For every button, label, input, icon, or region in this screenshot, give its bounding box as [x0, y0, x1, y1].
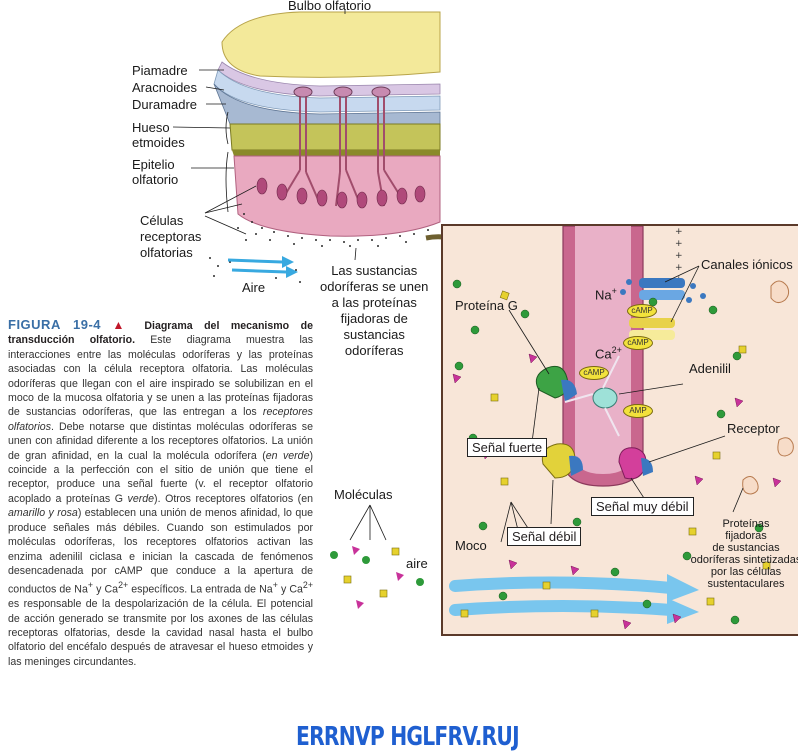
- air-arrows-top: [227, 258, 287, 274]
- label-piamadre: Piamadre: [132, 63, 188, 78]
- label-duramadre: Duramadre: [132, 97, 198, 112]
- label-senal-muy-debil: Señal muy débil: [591, 497, 694, 516]
- label-canales: Canales iónicos: [701, 257, 793, 272]
- adenylyl-cyclase: [592, 387, 618, 409]
- label-sustancias: Las sustancias odoríferas se unen a las …: [320, 263, 429, 358]
- ion-channel-na: [639, 278, 685, 300]
- caption-body-3: ) coincide a la perfección con el sitio …: [8, 449, 313, 505]
- label-senal-fuerte: Señal fuerte: [467, 438, 548, 457]
- label-bulbo: Bulbo olfatorio: [288, 0, 372, 13]
- receptor-pink: [618, 447, 653, 480]
- svg-text:+: +: [675, 251, 683, 261]
- label-celulas: Células receptoras olfatorias: [140, 213, 202, 260]
- glomeruli: [293, 86, 391, 98]
- label-epitelio: Epitelio olfatorio: [132, 157, 179, 187]
- label-senal-debil: Señal débil: [507, 527, 582, 546]
- caption-sup-ca: 2+: [118, 580, 129, 591]
- camp-badge-3: cAMP: [579, 366, 609, 380]
- label-na-text: Na: [595, 287, 612, 303]
- label-na-sup: +: [611, 286, 617, 296]
- caption-title: Diagrama del mecanismo de transducción o…: [8, 320, 313, 347]
- caption-italic-3: verde: [127, 492, 155, 505]
- caption-body-2: . Debe notarse que distintas moléculas o…: [8, 420, 313, 462]
- figure-number: FIGURA 19-4: [8, 317, 101, 332]
- leader-lines: [172, 10, 357, 261]
- zoom-inset: + + + + +: [441, 224, 798, 636]
- caption-body-5: ) establecen una unión de menos afinidad…: [8, 507, 313, 596]
- label-ca-sup: 2+: [611, 345, 622, 355]
- label-proteina-g: Proteína G: [455, 298, 518, 313]
- label-receptor: Receptor: [727, 421, 780, 436]
- label-proteinas-fijadoras: Proteínas fijadoras de sustancias odoríf…: [690, 518, 798, 590]
- caption-body-8: y Ca: [277, 583, 303, 596]
- na-ions: [620, 279, 706, 303]
- caption-body-1: Este diagrama muestra las interacciones …: [8, 334, 313, 419]
- receptor-cell-bodies: [256, 177, 426, 209]
- zoom-inset-art: + + + + +: [449, 226, 794, 630]
- label-adenilil: Adenilil: [689, 361, 731, 376]
- ethmoid-bone: [229, 123, 441, 151]
- label-ca-text: Ca: [595, 346, 612, 362]
- odorant-yellow: [460, 290, 771, 618]
- label-aracnoides: Aracnoides: [132, 80, 198, 95]
- amp-badge: AMP: [623, 404, 653, 418]
- label-na: Na+: [595, 284, 617, 302]
- caption-sup-ca-2: 2+: [302, 580, 313, 591]
- caption-body-7: específicos. La entrada de Na: [128, 583, 273, 596]
- camp-badge-1: cAMP: [627, 304, 657, 318]
- caption-italic-2: en verde: [265, 449, 310, 462]
- label-ca: Ca2+: [595, 343, 622, 361]
- caption-body-9: es responsable de la despolarización de …: [8, 598, 313, 668]
- caption-body-4: ). Otros receptores olfatorios (en: [154, 492, 313, 505]
- label-aire-top: Aire: [242, 280, 266, 295]
- air-arrows-zoom: [449, 576, 677, 616]
- olfactory-bulb: [221, 11, 441, 78]
- label-aire-outer: aire: [406, 556, 428, 571]
- triangle-icon: ▲: [112, 318, 133, 332]
- caption-italic-4: amarillo y rosa: [8, 507, 78, 520]
- caption-sup-na-2: +: [272, 580, 278, 591]
- receptor-yellow: [541, 443, 583, 479]
- caption-italic-1: receptores olfatorios: [8, 406, 313, 433]
- odorant-pink: [452, 353, 782, 630]
- figure-caption: FIGURA 19-4 ▲ Diagrama del mecanismo de …: [8, 317, 313, 669]
- caption-sup-na: +: [87, 580, 93, 591]
- label-hueso: Hueso etmoides: [132, 120, 185, 150]
- g-protein-green: [535, 365, 577, 402]
- label-moleculas-outer: Moléculas: [334, 487, 393, 502]
- caption-body-6: y Ca: [93, 583, 119, 596]
- svg-text:+: +: [675, 239, 683, 249]
- svg-text:+: +: [675, 227, 683, 237]
- svg-text:+: +: [675, 263, 683, 273]
- mucus-dots: [209, 213, 429, 283]
- watermark: ERRNVP HGLFRV.RUJ: [296, 722, 520, 752]
- camp-badge-2: cAMP: [623, 336, 653, 350]
- label-moco: Moco: [455, 538, 487, 553]
- binding-proteins: [742, 280, 794, 495]
